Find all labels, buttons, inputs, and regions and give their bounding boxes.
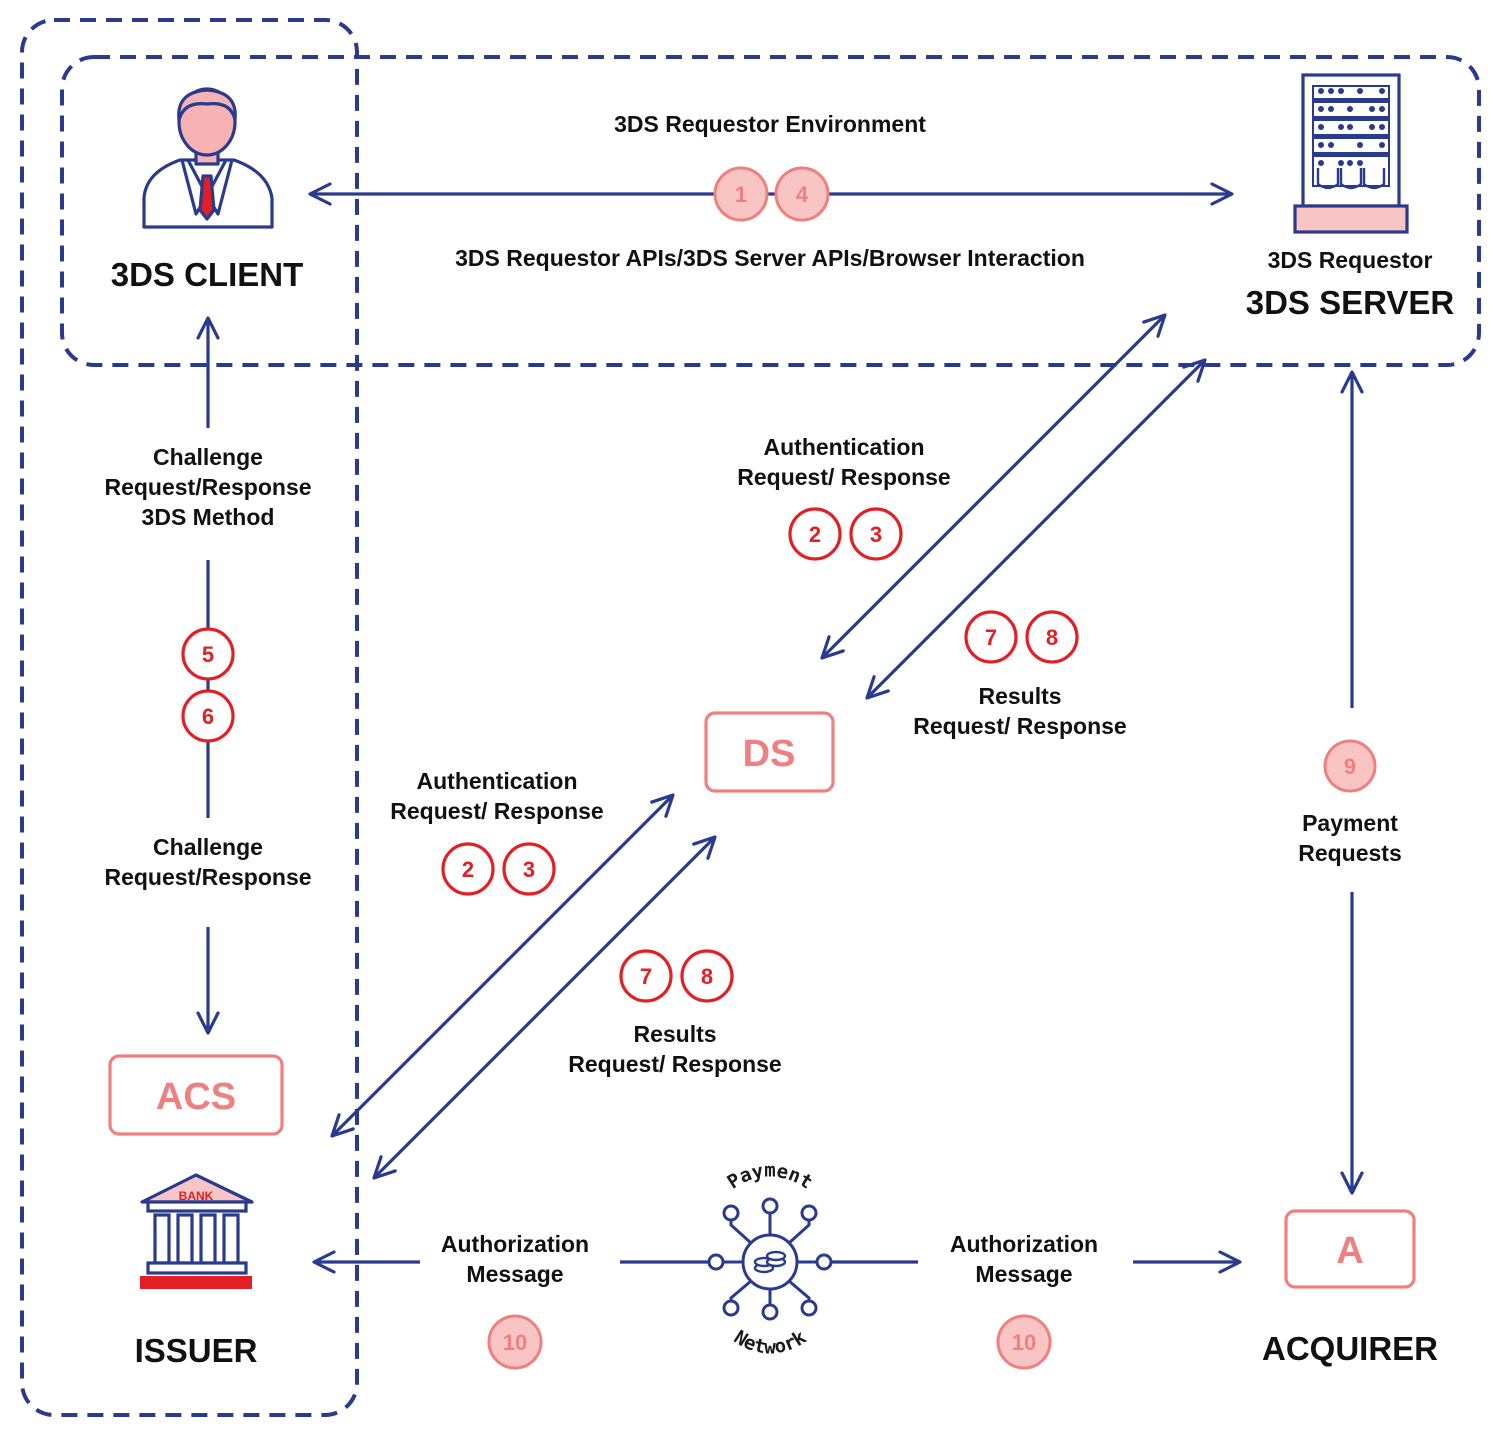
step-badge-auth-lower-2: 2 [441, 842, 495, 896]
svg-text:Message: Message [975, 1261, 1072, 1287]
svg-text:3DS Method: 3DS Method [142, 504, 275, 530]
svg-text:3: 3 [523, 857, 535, 882]
ds-box: DS [704, 711, 835, 793]
svg-text:9: 9 [1344, 754, 1356, 779]
svg-text:Message: Message [466, 1261, 563, 1287]
svg-text:8: 8 [1046, 625, 1058, 650]
svg-text:2: 2 [462, 857, 474, 882]
network-label-top: Payment [723, 1160, 816, 1194]
svg-text:10: 10 [1012, 1330, 1036, 1355]
svg-text:Request/ Response: Request/ Response [390, 798, 603, 824]
step-badge-results-upper-8: 8 [1025, 610, 1079, 664]
step-badge-auth-lower-3: 3 [502, 842, 556, 896]
issuer-label: ISSUER [135, 1332, 258, 1369]
svg-text:7: 7 [640, 964, 652, 989]
svg-text:Challenge: Challenge [153, 834, 263, 860]
svg-text:Request/Response: Request/Response [104, 864, 311, 890]
acquirer-label: ACQUIRER [1262, 1330, 1438, 1367]
results-upper-label: Results Request/ Response [913, 683, 1126, 739]
svg-text:1: 1 [735, 182, 747, 207]
svg-text:8: 8 [701, 964, 713, 989]
step-badge-auth-upper-3: 3 [849, 507, 903, 561]
svg-text:4: 4 [796, 182, 809, 207]
svg-text:Request/ Response: Request/ Response [568, 1051, 781, 1077]
step-badge-authorization-left-10: 10 [487, 1314, 543, 1370]
network-label-bottom: Network [730, 1326, 811, 1358]
step-badge-payment-9: 9 [1323, 739, 1377, 793]
auth-upper-label: Authentication Request/ Response [737, 434, 950, 490]
challenge-lower-label: Challenge Request/Response [104, 834, 311, 890]
svg-text:3: 3 [870, 522, 882, 547]
challenge-upper-label: Challenge Request/Response 3DS Method [104, 444, 311, 530]
svg-text:7: 7 [985, 625, 997, 650]
svg-text:Results: Results [978, 683, 1061, 709]
acs-box: ACS [108, 1054, 284, 1136]
requestor-environment-boundary [60, 55, 1481, 367]
svg-text:Results: Results [633, 1021, 716, 1047]
ds-server-results-arrow [865, 358, 1207, 700]
svg-text:Payment: Payment [1302, 810, 1398, 836]
connectors [196, 182, 1364, 1274]
bank-icon: BANK [140, 1173, 254, 1289]
step-badge-authorization-right-10: 10 [996, 1314, 1052, 1370]
svg-text:Request/ Response: Request/ Response [913, 713, 1126, 739]
svg-text:Authorization: Authorization [950, 1231, 1098, 1257]
svg-text:Authentication: Authentication [417, 768, 578, 794]
svg-text:10: 10 [503, 1330, 527, 1355]
server-label: 3DS SERVER [1246, 284, 1455, 321]
server-rack-icon [1293, 73, 1409, 234]
issuer-ds-results-arrow [372, 835, 717, 1180]
svg-text:6: 6 [202, 704, 214, 729]
ds-label: DS [743, 733, 796, 775]
step-badge-auth-upper-2: 2 [788, 507, 842, 561]
svg-text:Authentication: Authentication [764, 434, 925, 460]
client-label: 3DS CLIENT [111, 256, 304, 293]
authorization-right-label: Authorization Message [950, 1231, 1098, 1287]
auth-lower-label: Authentication Request/ Response [390, 768, 603, 824]
svg-text:Request/ Response: Request/ Response [737, 464, 950, 490]
bank-sign: BANK [179, 1189, 214, 1203]
issuer-environment-boundary [20, 18, 359, 1417]
svg-text:Authorization: Authorization [441, 1231, 589, 1257]
svg-text:Challenge: Challenge [153, 444, 263, 470]
step-badge-env-4: 4 [774, 166, 830, 222]
svg-text:2: 2 [809, 522, 821, 547]
step-badge-results-lower-7: 7 [619, 949, 673, 1003]
step-badge-env-1: 1 [713, 166, 769, 222]
step-badge-results-upper-7: 7 [964, 610, 1018, 664]
payment-requests-label: Payment Requests [1298, 810, 1402, 866]
authorization-left-label: Authorization Message [441, 1231, 589, 1287]
results-lower-label: Results Request/ Response [568, 1021, 781, 1077]
acs-label: ACS [156, 1076, 236, 1118]
server-subtitle: 3DS Requestor [1268, 247, 1433, 273]
svg-text:Request/Response: Request/Response [104, 474, 311, 500]
payment-network-icon [707, 1197, 833, 1321]
step-badge-challenge-6: 6 [181, 689, 235, 743]
person-icon [142, 87, 274, 229]
environment-title: 3DS Requestor Environment [614, 111, 926, 137]
svg-text:5: 5 [202, 642, 214, 667]
step-badge-challenge-5: 5 [181, 627, 235, 681]
svg-text:Requests: Requests [1298, 840, 1402, 866]
acquirer-box-label: A [1336, 1230, 1363, 1272]
step-badge-results-lower-8: 8 [680, 949, 734, 1003]
acquirer-box: A [1284, 1209, 1416, 1289]
environment-apis: 3DS Requestor APIs/3DS Server APIs/Brows… [455, 245, 1085, 271]
